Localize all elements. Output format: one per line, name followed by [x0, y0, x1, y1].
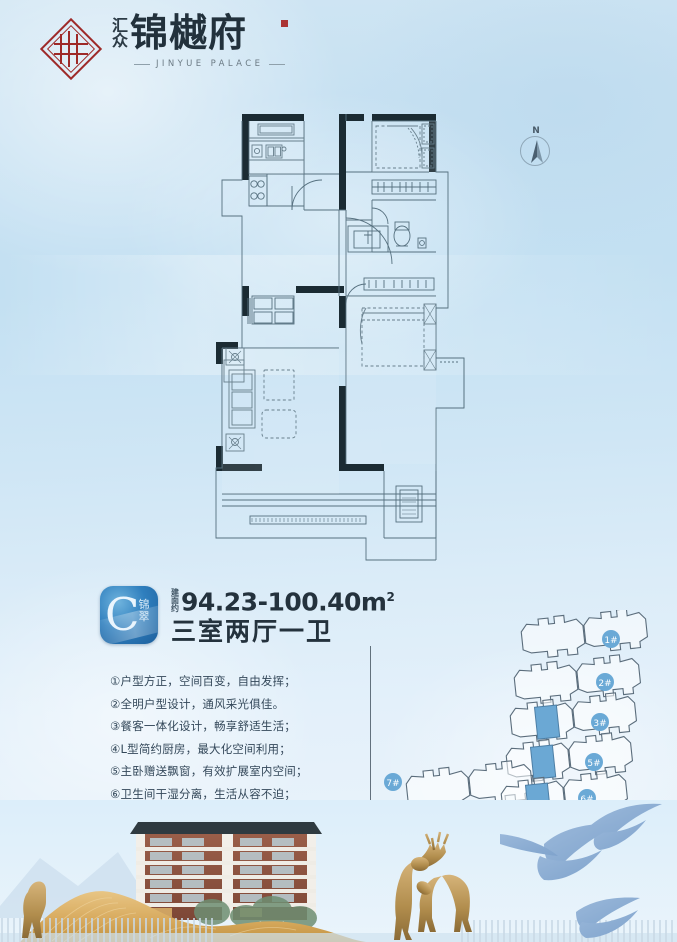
seal-icon	[39, 17, 103, 81]
feature-item: ⑥卫生间干湿分离，生活从容不迫；	[110, 786, 297, 801]
site-badge-label: 7#	[386, 779, 399, 789]
site-badge-3	[591, 713, 609, 731]
unit-badge-cn: 锦翠	[138, 597, 150, 623]
unit-layout: 三室两厅一卫	[171, 617, 334, 647]
brand-logo: 汇 众 锦樾府 JINYUE PALACE	[39, 10, 289, 81]
brand-subtitle: JINYUE PALACE	[156, 59, 264, 69]
brand-name: 锦樾府	[130, 10, 248, 55]
unit-badge: C 锦翠	[100, 585, 158, 644]
wordmark: 汇 众 锦樾府 JINYUE PALACE	[112, 10, 289, 69]
feature-item: ④L型简约厨房，最大化空间利用；	[110, 741, 291, 756]
area-value: 94.23-100.40m2	[181, 583, 395, 617]
site-highlighted-unit	[533, 704, 561, 740]
site-badge-5	[585, 753, 603, 771]
brand-small-chars: 汇 众	[112, 15, 128, 52]
area-number: 94.23-100.40m	[181, 587, 387, 617]
site-badge-2	[596, 673, 614, 691]
site-plan-diagram: 1# 2# 3#	[375, 610, 655, 810]
north-compass-icon: N	[518, 126, 554, 168]
area-prefix: 建面约	[171, 588, 179, 613]
site-building-3	[508, 690, 639, 745]
feature-list: ①户型方正，空间百变，自由发挥； ②全明户型设计，通风采光俱佳。 ③餐客一体化设…	[110, 670, 308, 806]
feature-item: ③餐客一体化设计，畅享舒适生活；	[110, 719, 297, 734]
site-badge-label: 5#	[587, 759, 600, 769]
background-mist	[0, 255, 677, 375]
feature-item: ⑤主卧赠送飘窗，有效扩展室内空间；	[110, 764, 308, 779]
brand-accent-dot	[281, 20, 289, 27]
floor-plan-drawing	[196, 108, 496, 568]
deer-sculpture	[22, 831, 472, 940]
site-building-5	[504, 730, 635, 785]
brand-small-char: 汇	[112, 15, 128, 35]
site-badge-label: 1#	[604, 636, 617, 646]
site-badge-1	[602, 630, 620, 648]
section-divider	[370, 646, 371, 806]
bamboo-decoration	[500, 803, 662, 938]
site-highlighted-unit	[529, 744, 557, 780]
area-unit-superscript: 2	[386, 590, 395, 604]
unit-type-summary: C 锦翠 建面约 94.23-100.40m2 三室两厅一卫	[100, 583, 395, 647]
feature-item: ①户型方正，空间百变，自由发挥；	[110, 674, 297, 688]
bottom-illustration	[0, 800, 677, 942]
site-badge-label: 2#	[598, 679, 611, 689]
site-badge-7	[384, 773, 402, 791]
site-building-1	[519, 610, 650, 661]
feature-item: ②全明户型设计，通风采光俱佳。	[110, 696, 285, 711]
compass-north-label: N	[532, 126, 540, 136]
brand-subtitle-row: JINYUE PALACE	[112, 59, 286, 69]
site-badge-label: 3#	[593, 719, 606, 729]
unit-badge-letter: C	[105, 587, 140, 641]
brand-small-char: 众	[112, 30, 128, 50]
